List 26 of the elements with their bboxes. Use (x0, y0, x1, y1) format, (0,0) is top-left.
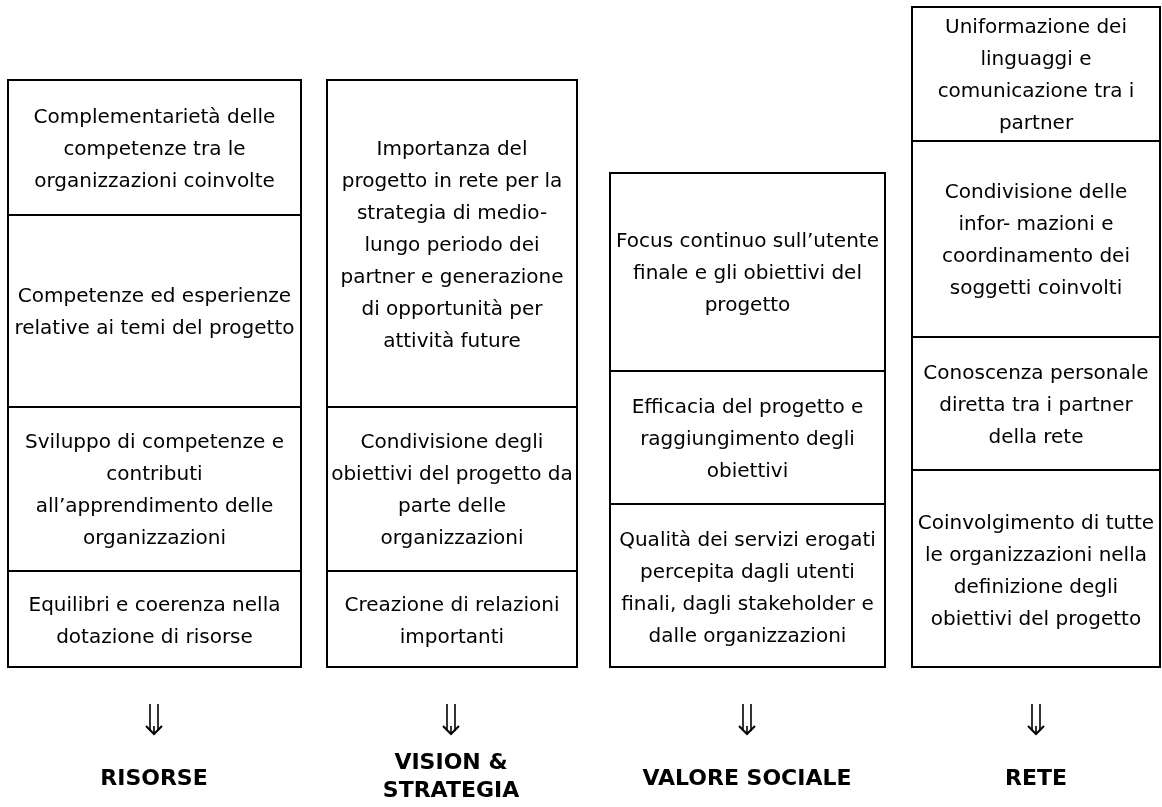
factor-cell: Condivisione degli obiettivi del progetto da parte delle organizzazioni (328, 406, 576, 570)
category-heading: VALORE SOCIALE (637, 764, 857, 792)
double-arrow (442, 703, 460, 735)
column-frame (7, 79, 302, 668)
column-frame (326, 79, 578, 668)
category-heading: RISORSE (44, 764, 264, 792)
factor-cell: Creazione di relazioni importanti (328, 570, 576, 668)
factor-cell: Complementarietà delle competenze tra le organizzazioni coinvolte (9, 81, 300, 214)
factor-cell: Competenze ed esperienze relative ai temi del progetto (9, 214, 300, 406)
factor-cell: Conoscenza personale diretta tra i partner della rete (913, 336, 1159, 469)
factor-cell: Condivisione delle infor- mazioni e coordinamento dei soggetti coinvolti (913, 140, 1159, 336)
factor-cell: Coinvolgimento di tutte le organizzazioni nella definizione degli obiettivi del progetto (913, 469, 1159, 668)
factor-cell: Uniformazione dei linguaggi e comunicazione tra i partner (913, 8, 1159, 140)
factor-cell: Importanza del progetto in rete per la strategia di medio-lungo periodo dei partner e generazione di opportunità per attività future (328, 81, 576, 406)
double-arrow (738, 703, 756, 735)
category-heading: VISION & STRATEGIA (341, 748, 561, 804)
factor-cell: Efficacia del progetto e raggiungimento degli obiettivi (611, 370, 884, 503)
double-arrow (145, 703, 163, 735)
category-heading: RETE (926, 764, 1146, 792)
factor-cell: Sviluppo di competenze e contributi all’apprendimento delle organizzazioni (9, 406, 300, 570)
factor-cell: Focus continuo sull’utente finale e gli obiettivi del progetto (611, 174, 884, 370)
column-frame (911, 6, 1161, 668)
column-frame (609, 172, 886, 668)
double-arrow (1027, 703, 1045, 735)
factor-cell: Equilibri e coerenza nella dotazione di risorse (9, 570, 300, 668)
factor-cell: Qualità dei servizi erogati percepita dagli utenti finali, dagli stakeholder e dalle organizzazioni (611, 503, 884, 668)
